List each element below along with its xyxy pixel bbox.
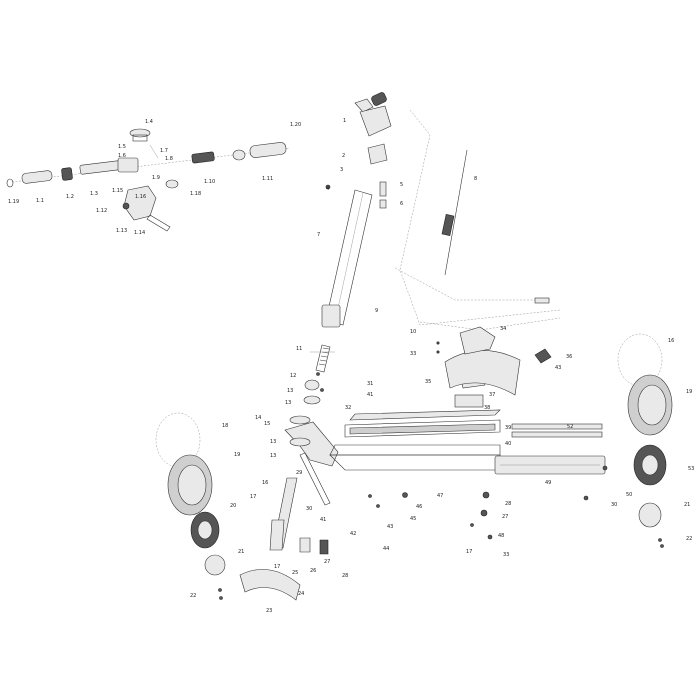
callout-1-12: 1.12	[96, 208, 107, 214]
callout-6: 6	[400, 201, 403, 207]
callout-46: 46	[416, 504, 422, 510]
callout-13c: 13	[270, 439, 276, 445]
callout-48: 48	[498, 533, 504, 539]
callout-1-11: 1.11	[262, 176, 273, 182]
callout-10: 10	[410, 329, 416, 335]
callout-45: 45	[410, 516, 416, 522]
callout-44: 44	[383, 546, 389, 552]
callout-43a: 43	[387, 524, 393, 530]
callout-34: 34	[500, 326, 506, 332]
callout-28b: 28	[505, 501, 511, 507]
callout-27b: 27	[502, 514, 508, 520]
callout-27a: 27	[324, 559, 330, 565]
callout-19b: 19	[686, 389, 692, 395]
callout-13b: 13	[285, 400, 291, 406]
callout-31: 31	[367, 381, 373, 387]
callout-1-16: 1.16	[135, 194, 146, 200]
callout-18: 18	[222, 423, 228, 429]
callout-25: 25	[292, 570, 298, 576]
callout-9: 9	[375, 308, 378, 314]
callout-2: 2	[342, 153, 345, 159]
deck-frame	[329, 372, 606, 475]
handlebar-subassembly	[6, 128, 291, 232]
callout-1-18: 1.18	[190, 191, 201, 197]
callout-1-7: 1.7	[160, 148, 168, 154]
callout-21b: 21	[684, 502, 690, 508]
callout-13d: 13	[270, 453, 276, 459]
callout-1-1: 1.1	[36, 198, 44, 204]
callout-4: 4	[326, 186, 329, 192]
callout-1-13: 1.13	[116, 228, 127, 234]
callout-30a: 30	[306, 506, 312, 512]
callout-12: 12	[290, 373, 296, 379]
callout-16a: 16	[262, 480, 268, 486]
callout-1-10: 1.10	[204, 179, 215, 185]
callout-40: 40	[505, 441, 511, 447]
callout-8: 8	[474, 176, 477, 182]
callout-22a: 22	[190, 593, 196, 599]
callout-28a: 28	[342, 573, 348, 579]
wheels	[155, 333, 673, 601]
callout-41a: 41	[367, 392, 373, 398]
callout-14: 14	[255, 415, 261, 421]
front-fork-assembly	[269, 379, 339, 555]
steering-column	[310, 92, 392, 373]
callout-29: 29	[296, 470, 302, 476]
callout-11: 11	[296, 346, 302, 352]
callout-52: 52	[567, 424, 573, 430]
callout-21a: 21	[238, 549, 244, 555]
callout-1: 1	[343, 118, 346, 124]
callout-16b: 16	[668, 338, 674, 344]
callout-1-15: 1.15	[112, 188, 123, 194]
callout-1-20: 1.20	[290, 122, 301, 128]
fasteners	[218, 184, 664, 600]
callout-35: 35	[425, 379, 431, 385]
callout-24: 24	[298, 591, 304, 597]
callout-1-2: 1.2	[66, 194, 74, 200]
callout-1-8: 1.8	[165, 156, 173, 162]
callout-20: 20	[230, 503, 236, 509]
callout-42: 42	[350, 531, 356, 537]
callout-3: 3	[340, 167, 343, 173]
callout-30b: 30	[611, 502, 617, 508]
callout-33b: 33	[503, 552, 509, 558]
callout-38: 38	[484, 405, 490, 411]
callout-32: 32	[345, 405, 351, 411]
callout-26: 26	[310, 568, 316, 574]
callout-17b: 17	[274, 564, 280, 570]
callout-labels: 1 2 3 4 5 6 7 8 9 10 11 12 13 13 13 13 1…	[8, 118, 694, 614]
callout-53: 53	[688, 466, 694, 472]
callout-41b: 41	[320, 517, 326, 523]
callout-17c: 17	[466, 549, 472, 555]
callout-13a: 13	[287, 388, 293, 394]
callout-1-4: 1.4	[145, 119, 153, 125]
rear-fender	[444, 326, 552, 396]
callout-39: 39	[505, 425, 511, 431]
callout-47: 47	[437, 493, 443, 499]
callout-5: 5	[400, 182, 403, 188]
callout-19a: 19	[234, 452, 240, 458]
brake-cable-outline	[394, 109, 561, 331]
callout-22b: 22	[686, 536, 692, 542]
callout-15: 15	[264, 421, 270, 427]
callout-33a: 33	[410, 351, 416, 357]
callout-37: 37	[489, 392, 495, 398]
callout-1-5: 1.5	[118, 144, 126, 150]
callout-43b: 43	[555, 365, 561, 371]
callout-1-6: 1.6	[118, 153, 126, 159]
callout-1-9: 1.9	[152, 175, 160, 181]
callout-7: 7	[317, 232, 320, 238]
callout-17a: 17	[250, 494, 256, 500]
callout-23: 23	[266, 608, 272, 614]
callout-50: 50	[626, 492, 632, 498]
callout-1-19: 1.19	[8, 199, 19, 205]
callout-1-14: 1.14	[134, 230, 145, 236]
callout-1-3: 1.3	[90, 191, 98, 197]
callout-36: 36	[566, 354, 572, 360]
callout-49: 49	[545, 480, 551, 486]
